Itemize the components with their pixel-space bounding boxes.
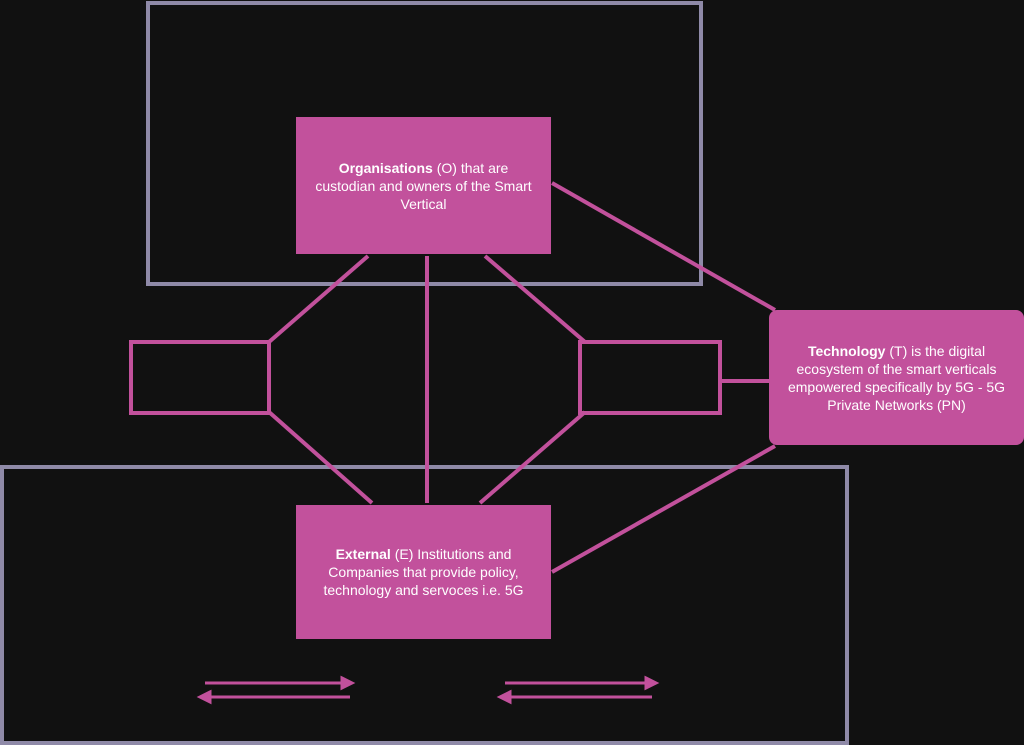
connector-right-box-to-ext bbox=[478, 410, 587, 505]
bottom-arrow-right-back-head bbox=[496, 689, 512, 705]
external-title: External bbox=[335, 546, 391, 562]
external-frame bbox=[0, 465, 849, 745]
connector-org-to-right-box bbox=[483, 254, 587, 344]
left-outline-box bbox=[129, 340, 271, 415]
technology-text: (T) is the digital ecosystem of the smar… bbox=[787, 342, 1006, 413]
organisations-text: (O) that are custodian and owners of the… bbox=[315, 159, 532, 212]
external-text: (E) Institutions and Companies that prov… bbox=[323, 546, 524, 598]
connector-org-to-left-box bbox=[267, 254, 370, 344]
connector-org-to-tech bbox=[551, 181, 776, 312]
right-outline-box bbox=[578, 340, 722, 415]
connector-ext-to-tech bbox=[551, 444, 776, 574]
bottom-arrow-right-forward-head bbox=[644, 675, 660, 691]
organisations-title: Organisations bbox=[338, 159, 433, 176]
bottom-arrow-left-back-head bbox=[196, 689, 212, 705]
external-node: External (E) Institutions and Companies … bbox=[296, 505, 551, 639]
technology-title: Technology bbox=[807, 342, 886, 359]
organisations-node: Organisations (O) that are custodian and… bbox=[296, 117, 551, 254]
organisation-frame bbox=[146, 1, 703, 286]
technology-node: Technology (T) is the digital ecosystem … bbox=[769, 310, 1024, 445]
bottom-arrow-left-forward-head bbox=[340, 675, 356, 691]
connector-left-box-to-ext bbox=[267, 410, 374, 505]
